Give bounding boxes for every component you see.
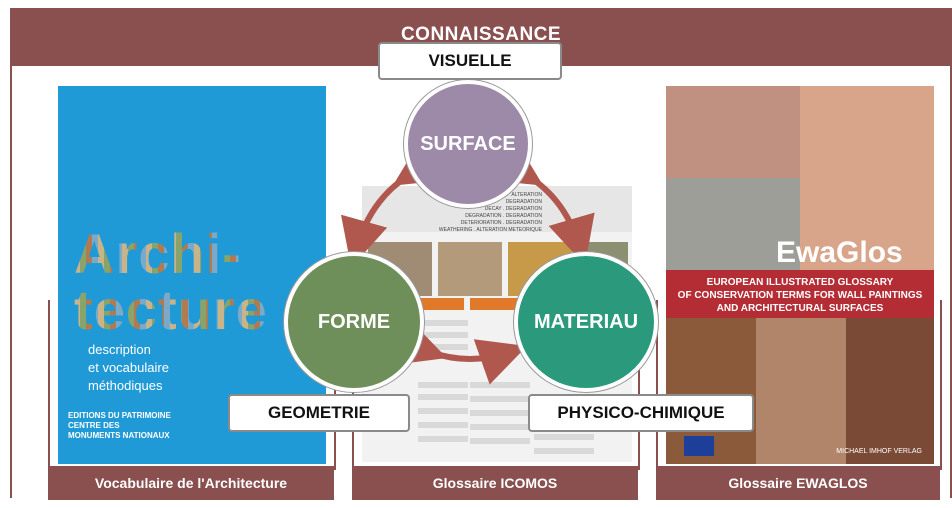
cover-subtitle: EUROPEAN ILLUSTRATED GLOSSARY OF CONSERV… bbox=[677, 277, 923, 314]
frame-left-line bbox=[10, 66, 12, 498]
cover-photo-tile bbox=[846, 318, 934, 464]
cover-architecture-photo bbox=[666, 178, 800, 270]
cover-publisher: EDITIONS DU PATRIMOINE CENTRE DES MONUME… bbox=[68, 411, 171, 440]
book3-frame-right bbox=[940, 300, 942, 470]
cover-title-line-1: Archi- bbox=[74, 222, 242, 285]
eu-flag-icon bbox=[684, 436, 714, 456]
cover-title: EwaGlos bbox=[776, 236, 903, 269]
glossary-text-row bbox=[418, 394, 468, 400]
label-geometrie: GEOMETRIE bbox=[228, 394, 410, 432]
glossary-text-row bbox=[470, 424, 530, 430]
cover-title-line-2: tecture bbox=[74, 278, 268, 341]
caption-ewaglos: Glossaire EWAGLOS bbox=[656, 466, 940, 500]
glossary-text-row bbox=[418, 422, 468, 428]
glossary-text-row bbox=[470, 438, 530, 444]
arrow-surface-materiau bbox=[489, 139, 595, 266]
glossary-orange-tag bbox=[418, 298, 464, 310]
caption-vocabulaire: Vocabulaire de l'Architecture bbox=[48, 466, 334, 500]
arrow-forme-materiau bbox=[393, 319, 527, 385]
cover-subtitle: description et vocabulaire méthodiques bbox=[88, 342, 169, 393]
label-visuelle: VISUELLE bbox=[378, 42, 562, 80]
glossary-text-row bbox=[470, 396, 530, 402]
cover-publisher: MICHAEL IMHOF VERLAG bbox=[836, 448, 922, 455]
node-materiau-label: MATERIAU bbox=[533, 310, 639, 333]
glossary-text-row bbox=[534, 434, 594, 440]
glossary-text-row bbox=[470, 382, 530, 388]
cover-fresco-angel bbox=[666, 86, 800, 178]
glossary-text-row bbox=[418, 408, 468, 414]
node-materiau: MATERIAU bbox=[514, 252, 658, 392]
frame-right-line bbox=[950, 66, 952, 498]
caption-icomos: Glossaire ICOMOS bbox=[352, 466, 638, 500]
cover-red-band bbox=[666, 270, 934, 318]
book-cover-ewaglos: EwaGlos EUROPEAN ILLUSTRATED GLOSSARY OF… bbox=[666, 86, 934, 464]
glossary-text-row bbox=[418, 382, 468, 388]
node-surface-label: SURFACE bbox=[420, 132, 516, 155]
glossary-text-row bbox=[534, 448, 594, 454]
label-physico-chimique: PHYSICO-CHIMIQUE bbox=[528, 394, 754, 432]
glossary-text-row bbox=[470, 410, 530, 416]
arrow-surface-forme bbox=[340, 139, 447, 268]
page-title: CONNAISSANCE bbox=[400, 24, 562, 45]
cover-fresco-putto bbox=[800, 86, 934, 270]
node-forme: FORME bbox=[284, 252, 424, 392]
glossary-text-row bbox=[418, 436, 468, 442]
node-forme-label: FORME bbox=[317, 310, 391, 333]
node-surface: SURFACE bbox=[404, 80, 532, 208]
cover-photo-tile bbox=[756, 318, 846, 464]
